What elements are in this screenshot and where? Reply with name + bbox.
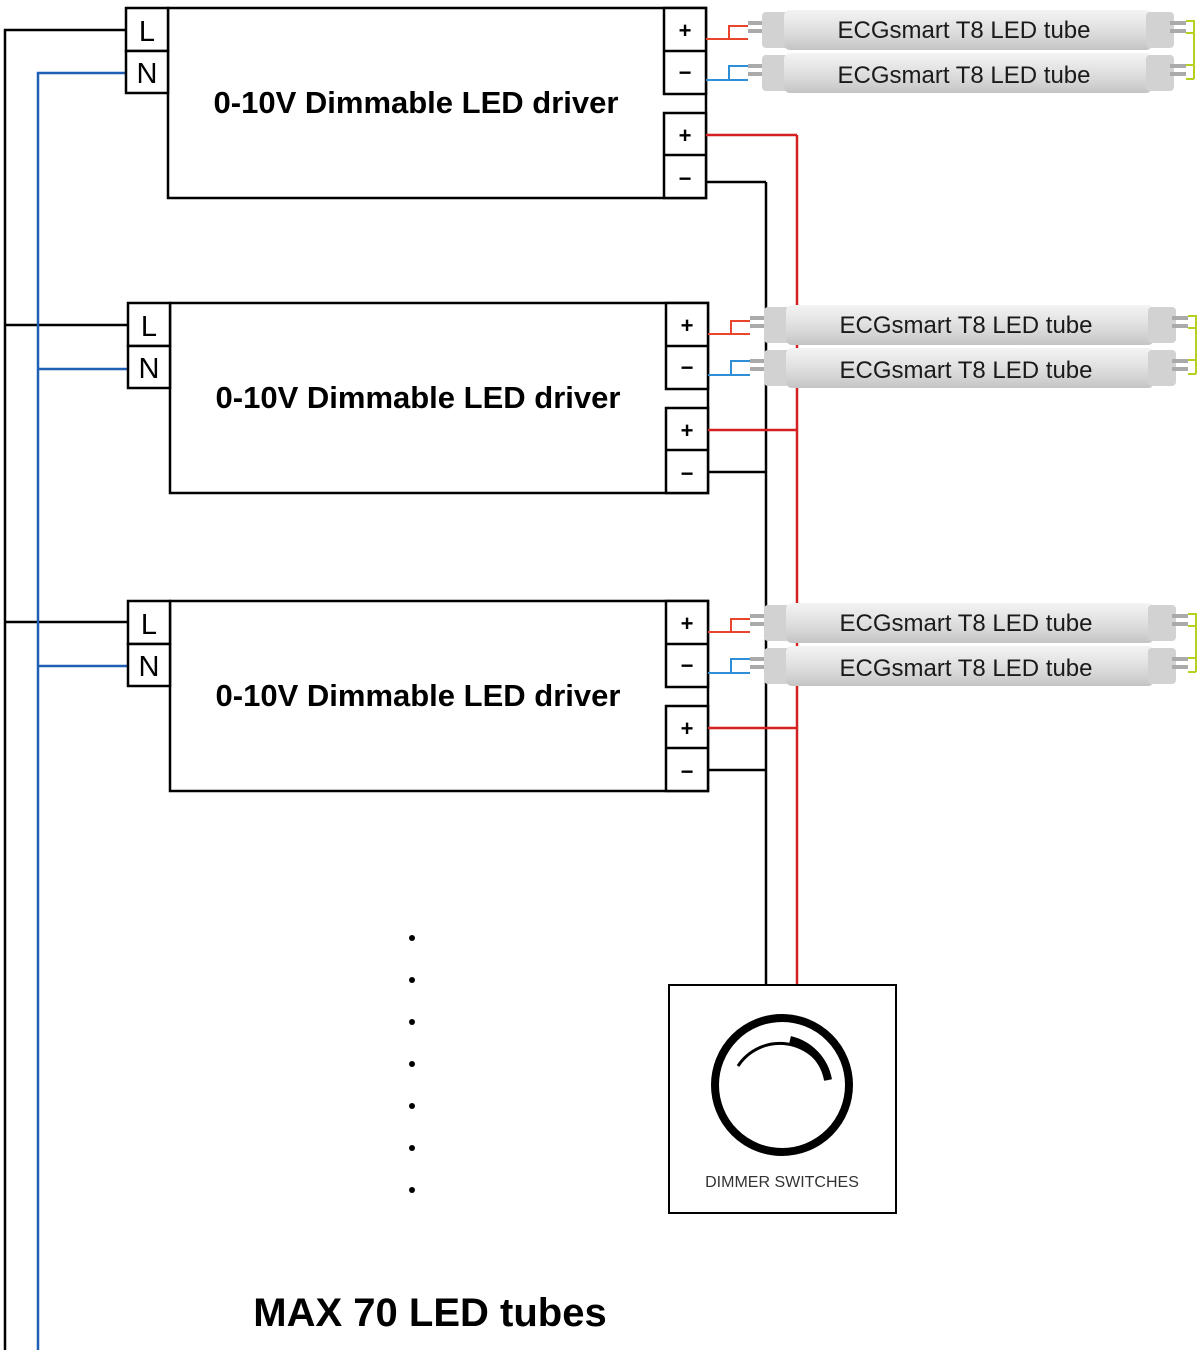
driver-body xyxy=(166,6,708,200)
tube-label: ECGsmart T8 LED tube xyxy=(840,357,1093,384)
tube-output-wires xyxy=(708,320,750,376)
continuation-dot xyxy=(409,1187,415,1193)
terminal-l xyxy=(126,301,172,348)
driver-body xyxy=(168,599,710,793)
tube-label: ECGsmart T8 LED tube xyxy=(838,17,1091,44)
led-tube: ECGsmart T8 LED tube xyxy=(748,53,1186,93)
tube-bridge-wire xyxy=(1188,613,1197,673)
dimmer-panel[interactable] xyxy=(668,984,897,1214)
output-minus-label: − xyxy=(679,60,692,85)
output-plus-label: + xyxy=(681,611,694,636)
live-wire xyxy=(3,28,128,1350)
dimmer-switch[interactable]: DIMMER SWITCHES xyxy=(668,984,897,1214)
driver-label: 0-10V Dimmable LED driver xyxy=(214,85,619,120)
tube-output-wires xyxy=(706,25,748,81)
continuation-dot xyxy=(409,1019,415,1025)
terminal-n xyxy=(124,49,170,95)
tube-output-wires xyxy=(708,618,750,674)
dimmer-label: DIMMER SWITCHES xyxy=(705,1174,859,1191)
terminal-n xyxy=(126,642,172,688)
led-tube: ECGsmart T8 LED tube xyxy=(750,305,1188,345)
led-tube: ECGsmart T8 LED tube xyxy=(748,10,1186,50)
dim-plus-label: + xyxy=(679,123,692,148)
led-tube: ECGsmart T8 LED tube xyxy=(750,603,1188,643)
neutral-wire xyxy=(36,71,128,1350)
output-plus-label: + xyxy=(679,18,692,43)
terminal-n xyxy=(126,344,172,390)
driver-label: 0-10V Dimmable LED driver xyxy=(216,678,621,713)
tube-label: ECGsmart T8 LED tube xyxy=(840,655,1093,682)
led-tube: ECGsmart T8 LED tube xyxy=(750,646,1188,686)
continuation-dots xyxy=(409,935,415,1193)
terminal-n-label: N xyxy=(139,353,160,385)
terminal-l xyxy=(124,6,170,53)
driver-unit-3: L N + − + − 0-10V Dimmable LED driver EC… xyxy=(126,599,1197,793)
mains-wires xyxy=(3,28,128,1350)
dim-minus-label: − xyxy=(681,759,694,784)
terminal-n-label: N xyxy=(139,651,160,683)
tube-label: ECGsmart T8 LED tube xyxy=(840,312,1093,339)
tube-bridge-wire xyxy=(1186,20,1195,80)
dim-plus-label: + xyxy=(681,716,694,741)
led-tube: ECGsmart T8 LED tube xyxy=(750,348,1188,388)
driver-body xyxy=(168,301,710,495)
tube-bridge-wire xyxy=(1188,315,1197,375)
tube-label: ECGsmart T8 LED tube xyxy=(838,62,1091,89)
continuation-dot xyxy=(409,1145,415,1151)
dim-minus-label: − xyxy=(679,166,692,191)
tube-label: ECGsmart T8 LED tube xyxy=(840,610,1093,637)
output-minus-label: − xyxy=(681,653,694,678)
terminal-l-label: L xyxy=(139,16,155,48)
continuation-dot xyxy=(409,1103,415,1109)
output-plus-label: + xyxy=(681,313,694,338)
driver-unit-1: L N + − + − 0-10V Dimmable LED driver EC… xyxy=(124,6,1195,200)
dim-minus-label: − xyxy=(681,461,694,486)
dimmer-knob-icon[interactable] xyxy=(711,1014,853,1156)
continuation-dot xyxy=(409,1061,415,1067)
terminal-l-label: L xyxy=(141,609,157,641)
dim-plus-label: + xyxy=(681,418,694,443)
continuation-dot xyxy=(409,935,415,941)
dim-bus xyxy=(764,135,799,986)
driver-label: 0-10V Dimmable LED driver xyxy=(216,380,621,415)
driver-unit-2: L N + − + − 0-10V Dimmable LED driver EC… xyxy=(126,301,1197,495)
continuation-dot xyxy=(409,977,415,983)
terminal-l-label: L xyxy=(141,311,157,343)
output-minus-label: − xyxy=(681,355,694,380)
max-tubes-caption: MAX 70 LED tubes xyxy=(253,1291,606,1335)
terminal-n-label: N xyxy=(137,58,158,90)
